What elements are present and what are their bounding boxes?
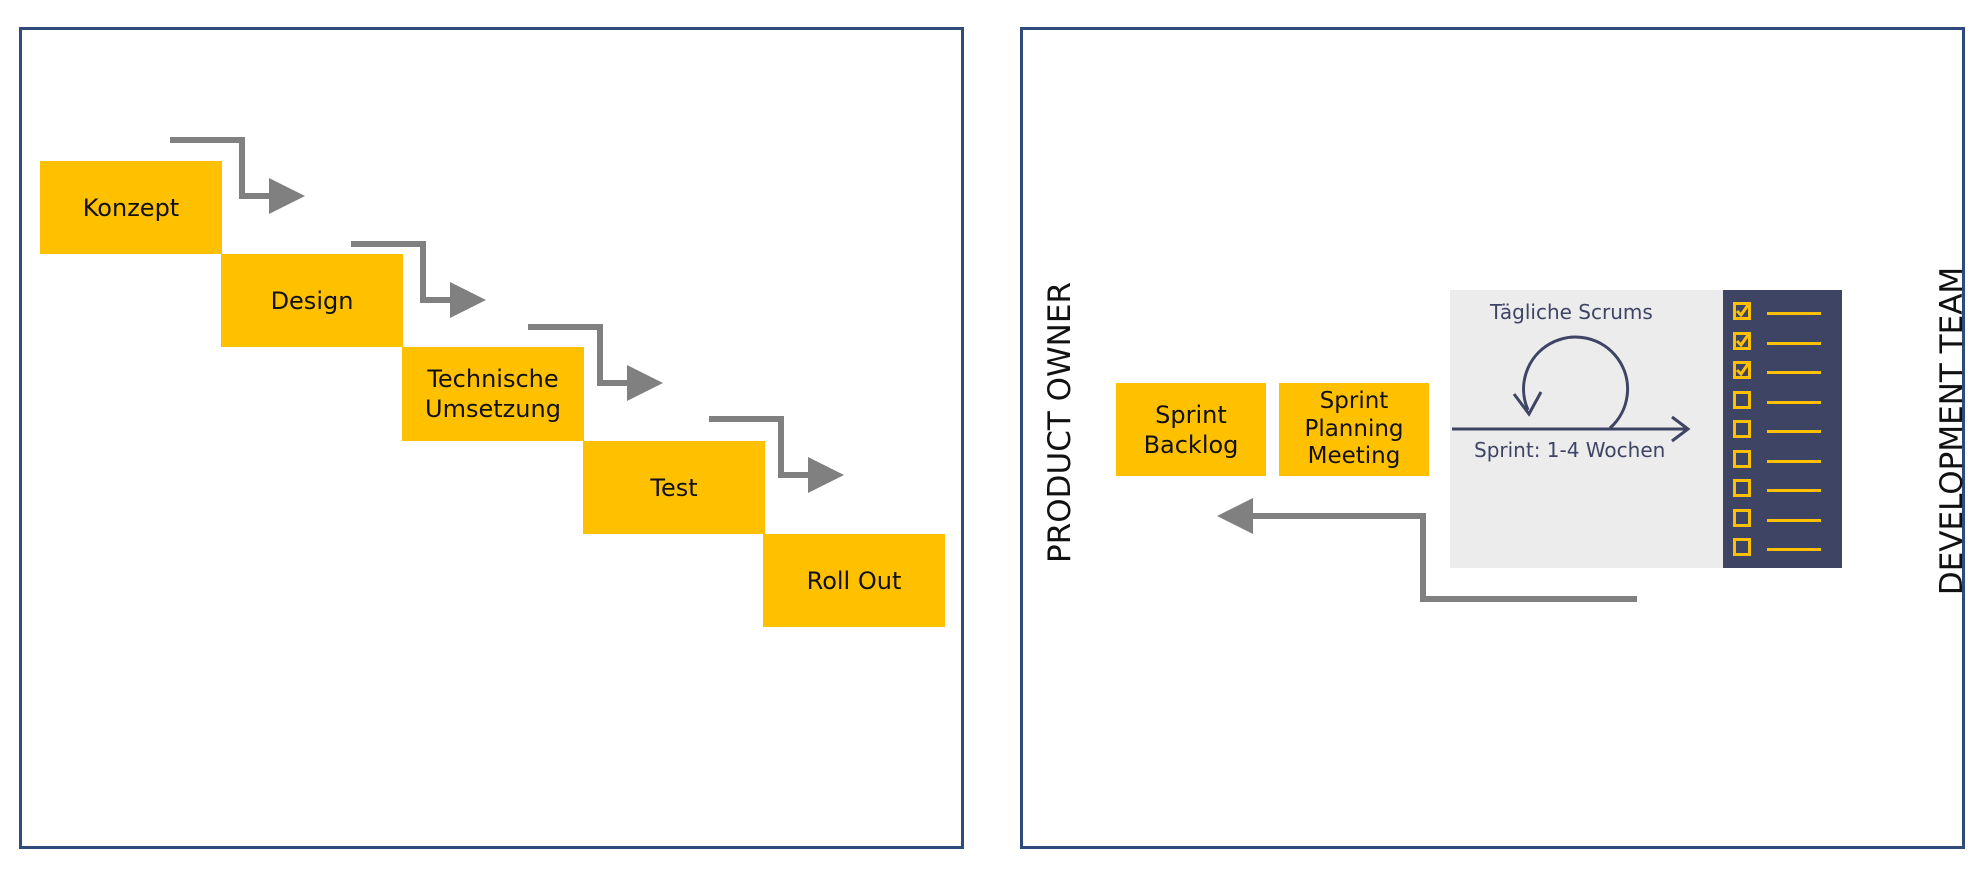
- checklist-item: [1733, 390, 1833, 415]
- sprint-timeline-head: [1671, 415, 1691, 443]
- unchecked-box-icon: [1733, 390, 1751, 409]
- checklist-item: [1733, 361, 1833, 385]
- checklist-line: [1767, 548, 1821, 551]
- checklist-line: [1767, 400, 1821, 404]
- checklist-line: [1767, 341, 1821, 345]
- checklist-line: [1767, 312, 1821, 315]
- checked-box-icon: [1733, 302, 1751, 320]
- sprint-backlog-box: Sprint Backlog: [1116, 383, 1266, 476]
- checklist-line: [1767, 459, 1821, 463]
- unchecked-box-icon: [1733, 479, 1751, 497]
- sprint-checklist: [1723, 290, 1842, 568]
- checklist-line: [1767, 489, 1821, 492]
- checklist-item: [1733, 449, 1833, 474]
- checklist-item: [1733, 420, 1833, 444]
- checklist-item: [1733, 302, 1833, 326]
- unchecked-box-icon: [1733, 538, 1751, 556]
- checklist-item: [1733, 331, 1833, 356]
- checklist-item: [1733, 508, 1833, 533]
- checklist-item: [1733, 538, 1833, 562]
- step-test: Test: [583, 441, 765, 534]
- arrow-umsetzung-test: [528, 324, 663, 401]
- checklist-item: [1733, 479, 1833, 503]
- arrow-test-rollout: [709, 416, 844, 493]
- arrow-konzept-design: [170, 137, 305, 214]
- step-roll-out: Roll Out: [763, 534, 945, 627]
- step-design: Design: [221, 254, 403, 347]
- daily-scrums-label: Tägliche Scrums: [1490, 300, 1653, 324]
- daily-scrum-loop-head: [1512, 391, 1543, 417]
- checked-box-icon: [1733, 331, 1751, 350]
- checklist-line: [1767, 518, 1821, 522]
- sprint-duration-label: Sprint: 1-4 Wochen: [1474, 438, 1666, 462]
- unchecked-box-icon: [1733, 508, 1751, 527]
- feedback-arrow: [1217, 498, 1637, 602]
- step-konzept: Konzept: [40, 161, 222, 254]
- sprint-planning-meeting-box: Sprint Planning Meeting: [1279, 383, 1429, 476]
- daily-scrum-loop: [1522, 335, 1629, 430]
- arrow-design-umsetzung: [351, 241, 486, 318]
- unchecked-box-icon: [1733, 420, 1751, 438]
- unchecked-box-icon: [1733, 449, 1751, 468]
- checklist-line: [1767, 430, 1821, 433]
- step-technische-umsetzung: Technische Umsetzung: [402, 347, 584, 441]
- checklist-line: [1767, 371, 1821, 374]
- checked-box-icon: [1733, 361, 1751, 379]
